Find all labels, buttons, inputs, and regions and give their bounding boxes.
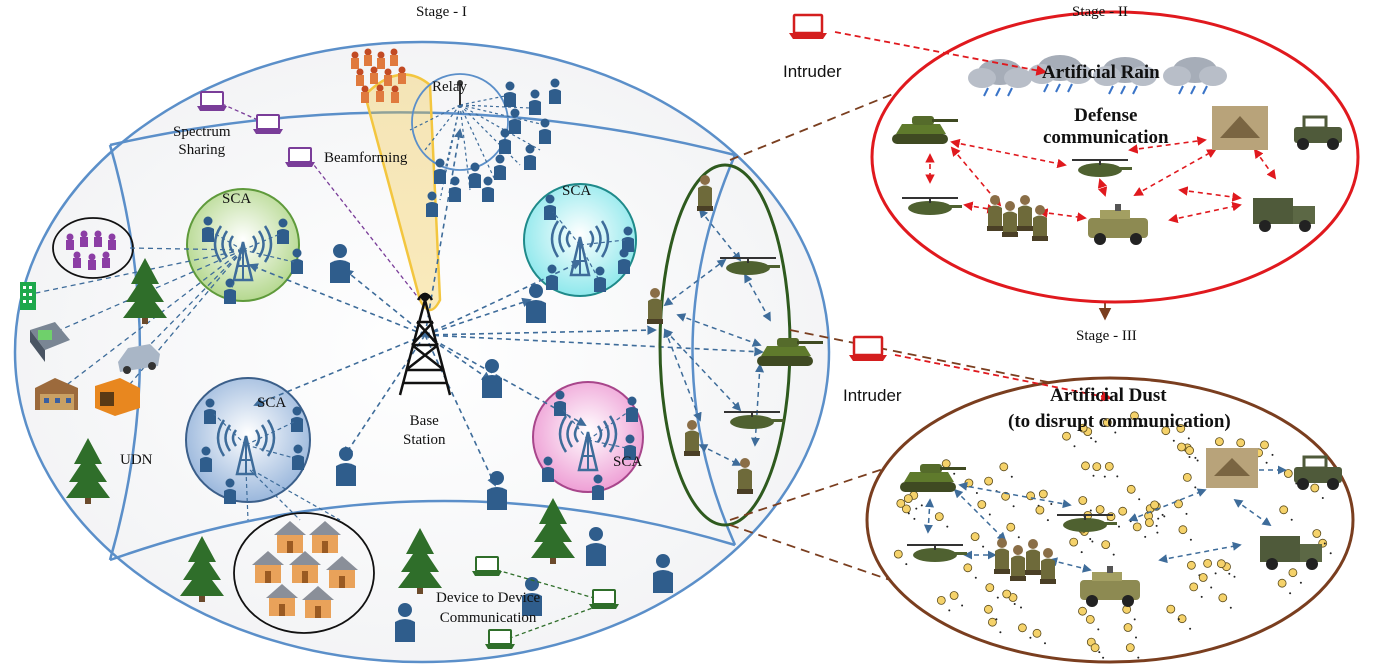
stage3-links <box>923 465 1287 573</box>
stage2-units <box>892 106 1344 245</box>
udn-group-people <box>66 230 116 270</box>
stage3-intruder-label: Intruder <box>843 386 902 405</box>
relay-label: Relay <box>432 79 467 95</box>
defense-links <box>925 136 1277 224</box>
stage1-top-region <box>109 111 736 157</box>
artificial-rain-label: Artificial Rain <box>1042 62 1160 83</box>
sca-label-cyan: SCA <box>562 183 592 199</box>
base-station-label: Base Station <box>403 413 446 448</box>
spectrum-sharing-laptops <box>196 91 421 301</box>
disrupt-communication-label: (to disrupt communication) <box>1008 411 1231 432</box>
stage2-panel <box>787 10 1360 304</box>
sca-label-blue: SCA <box>257 395 287 411</box>
stage2-intruder-label: Intruder <box>783 62 842 81</box>
house-cluster-icon <box>35 378 78 410</box>
d2d-label: Device to Device Communication <box>436 590 541 626</box>
relay-node-icon <box>457 80 463 86</box>
relay-circle <box>411 73 509 171</box>
stage1-title: Stage - I <box>416 4 467 20</box>
relay-links <box>409 94 546 201</box>
sca-user-links <box>211 211 629 459</box>
houses-links <box>245 469 341 521</box>
base-station-links <box>248 128 764 487</box>
intruder-laptop-icon <box>847 335 889 363</box>
sca-label-green: SCA <box>222 191 252 207</box>
beamforming-crowd <box>351 48 406 103</box>
artificial-dust-label: Artificial Dust <box>1050 385 1167 406</box>
intruder-attack-link <box>894 354 1113 402</box>
building-icon <box>20 282 36 310</box>
stage1-bottom-region <box>109 499 736 562</box>
stage3-title: Stage - III <box>1076 328 1137 344</box>
car-icon <box>118 344 160 374</box>
defense-communication-label: Defense communication <box>1043 105 1169 148</box>
udn-label: UDN <box>120 452 153 468</box>
military-links <box>663 208 771 466</box>
stage2-ellipse <box>870 10 1360 304</box>
stage3-units <box>900 448 1344 607</box>
houses-group-ellipse <box>233 512 375 634</box>
stage2-title: Stage - II <box>1072 4 1128 20</box>
spectrum-sharing-label: Spectrum Sharing <box>173 124 231 158</box>
base-station-tower-icon <box>398 292 452 396</box>
shop-icon <box>95 378 140 416</box>
beamforming-label: Beamforming <box>324 150 408 166</box>
kiosk-icon <box>30 322 70 362</box>
sca-label-pink: SCA <box>613 454 643 470</box>
intruder-laptop-icon <box>787 13 829 41</box>
intruder-attack-link <box>834 31 1048 76</box>
stage3-panel <box>847 335 1355 664</box>
stage1-network <box>13 40 831 664</box>
d2d-laptops <box>471 556 620 650</box>
